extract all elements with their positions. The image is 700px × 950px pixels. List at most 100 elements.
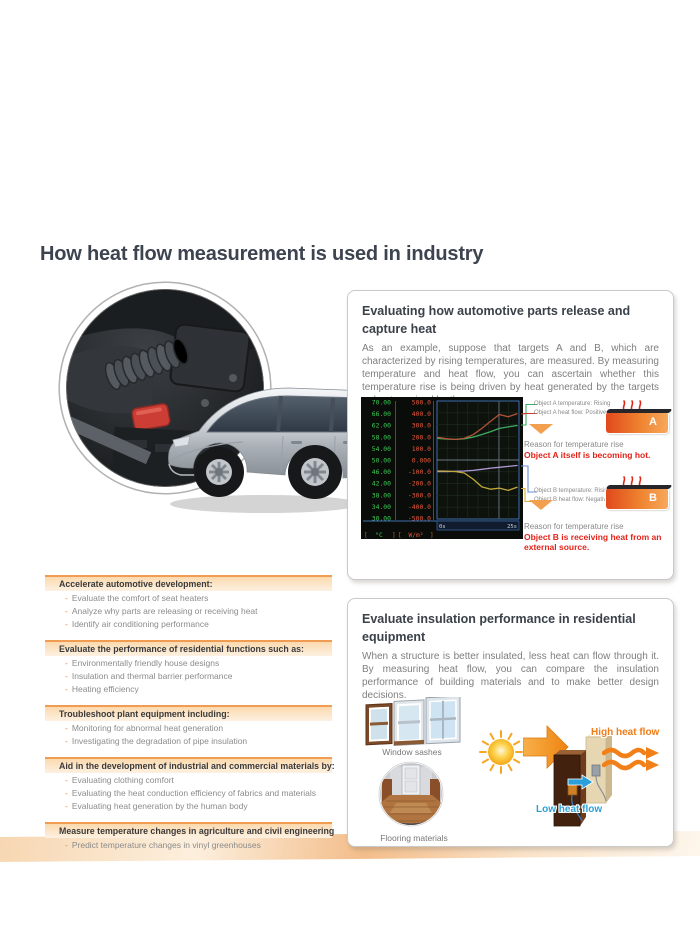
dash-bullet-icon: -	[65, 683, 68, 694]
svg-text:50.00: 50.00	[372, 457, 391, 465]
svg-text:66.00: 66.00	[372, 410, 391, 418]
svg-text:-300.0: -300.0	[408, 491, 431, 499]
section-item-label: Investigating the degradation of pipe in…	[71, 735, 248, 746]
chart-callout-connectors	[521, 403, 537, 503]
use-case-sections: Accelerate automotive development:-Evalu…	[45, 575, 335, 861]
section-item: -Monitoring for abnormal heat generation	[45, 721, 332, 734]
object-b-reason-title: Reason for temperature rise	[524, 522, 624, 531]
section-item-label: Predict temperature changes in vinyl gre…	[71, 839, 261, 850]
window-sashes-image	[365, 697, 461, 746]
flooring-materials-label: Flooring materials	[380, 833, 448, 843]
svg-text:54.00: 54.00	[372, 445, 391, 453]
svg-text:100.0: 100.0	[412, 445, 431, 453]
object-b-reason-text: Object B is receiving heat from an exter…	[524, 532, 662, 553]
section-header: Troubleshoot plant equipment including:	[45, 705, 332, 721]
object-b-bar: B	[606, 488, 668, 509]
dash-bullet-icon: -	[65, 722, 68, 733]
insulation-panel-body: When a structure is better insulated, le…	[362, 651, 659, 701]
svg-text:46.00: 46.00	[372, 468, 391, 476]
dash-bullet-icon: -	[65, 657, 68, 668]
section-item-label: Insulation and thermal barrier performan…	[71, 670, 233, 681]
section-item: -Evaluate the comfort of seat heaters	[45, 591, 332, 604]
svg-text:0.000: 0.000	[412, 457, 431, 465]
section-item: -Evaluating the heat conduction efficien…	[45, 786, 332, 799]
object-a-reason-text: Object A itself is becoming hot.	[524, 450, 651, 460]
svg-text:30.00: 30.00	[372, 515, 391, 523]
svg-text:[: [	[364, 532, 368, 539]
svg-text:-100.0: -100.0	[408, 468, 431, 476]
dash-bullet-icon: -	[65, 735, 68, 746]
object-b-temperature-callout: Object B temperature: Rising	[534, 488, 612, 494]
section-item: -Evaluating clothing comfort	[45, 773, 332, 786]
dash-bullet-icon: -	[65, 800, 68, 811]
use-case-section: Accelerate automotive development:-Evalu…	[45, 575, 332, 630]
flooring-materials-image	[378, 761, 444, 827]
automotive-panel: Evaluating how automotive parts release …	[347, 290, 674, 580]
section-header: Evaluate the performance of residential …	[45, 640, 332, 656]
use-case-section: Measure temperature changes in agricultu…	[45, 822, 334, 851]
insulation-panel-heading: Evaluate insulation performance in resid…	[362, 612, 636, 644]
svg-text:-400.0: -400.0	[408, 503, 431, 511]
section-item: -Predict temperature changes in vinyl gr…	[45, 838, 332, 851]
object-b-callouts: Object B temperature: Rising Object B he…	[534, 487, 664, 505]
automotive-panel-heading: Evaluating how automotive parts release …	[362, 304, 631, 336]
svg-text:25s: 25s	[507, 524, 517, 530]
dash-bullet-icon: -	[65, 774, 68, 785]
sun-icon	[479, 730, 523, 774]
object-a-label: A	[649, 416, 657, 428]
section-item: -Identify air conditioning performance	[45, 617, 332, 630]
svg-text:300.0: 300.0	[412, 422, 431, 430]
section-item-label: Monitoring for abnormal heat generation	[71, 722, 224, 733]
section-item-label: Analyze why parts are releasing or recei…	[71, 605, 258, 616]
high-heat-flow-label: High heat flow	[591, 727, 660, 738]
svg-text:200.0: 200.0	[412, 433, 431, 441]
object-a-reason-title: Reason for temperature rise	[524, 440, 624, 449]
svg-text:42.00: 42.00	[372, 480, 391, 488]
svg-text:W/m²: W/m²	[409, 532, 424, 539]
down-triangle-icon	[529, 500, 553, 510]
object-a-bar: A	[606, 412, 668, 433]
insulation-panels-diagram	[553, 733, 612, 827]
section-item: -Investigating the degradation of pipe i…	[45, 734, 332, 747]
svg-text:62.00: 62.00	[372, 422, 391, 430]
svg-text:500.0: 500.0	[412, 399, 431, 407]
insulation-panel: Evaluate insulation performance in resid…	[347, 598, 674, 847]
dash-bullet-icon: -	[65, 618, 68, 629]
use-case-section: Aid in the development of industrial and…	[45, 757, 335, 812]
svg-text:58.00: 58.00	[372, 433, 391, 441]
section-header: Measure temperature changes in agricultu…	[45, 822, 334, 838]
object-b-label: B	[649, 492, 657, 504]
svg-text:[: [	[398, 532, 402, 539]
section-header: Accelerate automotive development:	[45, 575, 332, 591]
svg-text:°C: °C	[375, 531, 383, 539]
section-item-label: Environmentally friendly house designs	[71, 657, 220, 668]
low-heat-flow-label: Low heat flow	[536, 804, 603, 815]
window-sashes-label: Window sashes	[382, 747, 442, 757]
automotive-hero-image	[55, 278, 370, 533]
high-heat-flow-waves-icon	[602, 747, 659, 771]
use-case-section: Evaluate the performance of residential …	[45, 640, 332, 695]
svg-text:38.00: 38.00	[372, 491, 391, 499]
dash-bullet-icon: -	[65, 839, 68, 850]
silver-sedan-photo	[168, 387, 370, 513]
section-item: -Analyze why parts are releasing or rece…	[45, 604, 332, 617]
section-item-label: Evaluating clothing comfort	[71, 774, 174, 785]
page-title: How heat flow measurement is used in ind…	[40, 243, 484, 265]
heat-flow-chart: 70.00 66.00 62.00 58.00 54.00 50.00 46.00 42.00…	[361, 397, 523, 539]
dash-bullet-icon: -	[65, 670, 68, 681]
section-item-label: Evaluating heat generation by the human …	[71, 800, 248, 811]
section-item: -Environmentally friendly house designs	[45, 656, 332, 669]
dash-bullet-icon: -	[65, 605, 68, 616]
section-item: -Heating efficiency	[45, 682, 332, 695]
svg-text:-200.0: -200.0	[408, 480, 431, 488]
svg-text:70.00: 70.00	[372, 399, 391, 407]
section-item-label: Evaluating the heat conduction efficienc…	[71, 787, 316, 798]
svg-text:]: ]	[430, 532, 434, 539]
object-a-callouts: Object A temperature: Rising Object A he…	[534, 400, 664, 418]
section-header: Aid in the development of industrial and…	[45, 757, 335, 773]
section-item: -Insulation and thermal barrier performa…	[45, 669, 332, 682]
svg-text:0s: 0s	[439, 524, 446, 530]
dash-bullet-icon: -	[65, 592, 68, 603]
use-case-section: Troubleshoot plant equipment including:-…	[45, 705, 332, 747]
